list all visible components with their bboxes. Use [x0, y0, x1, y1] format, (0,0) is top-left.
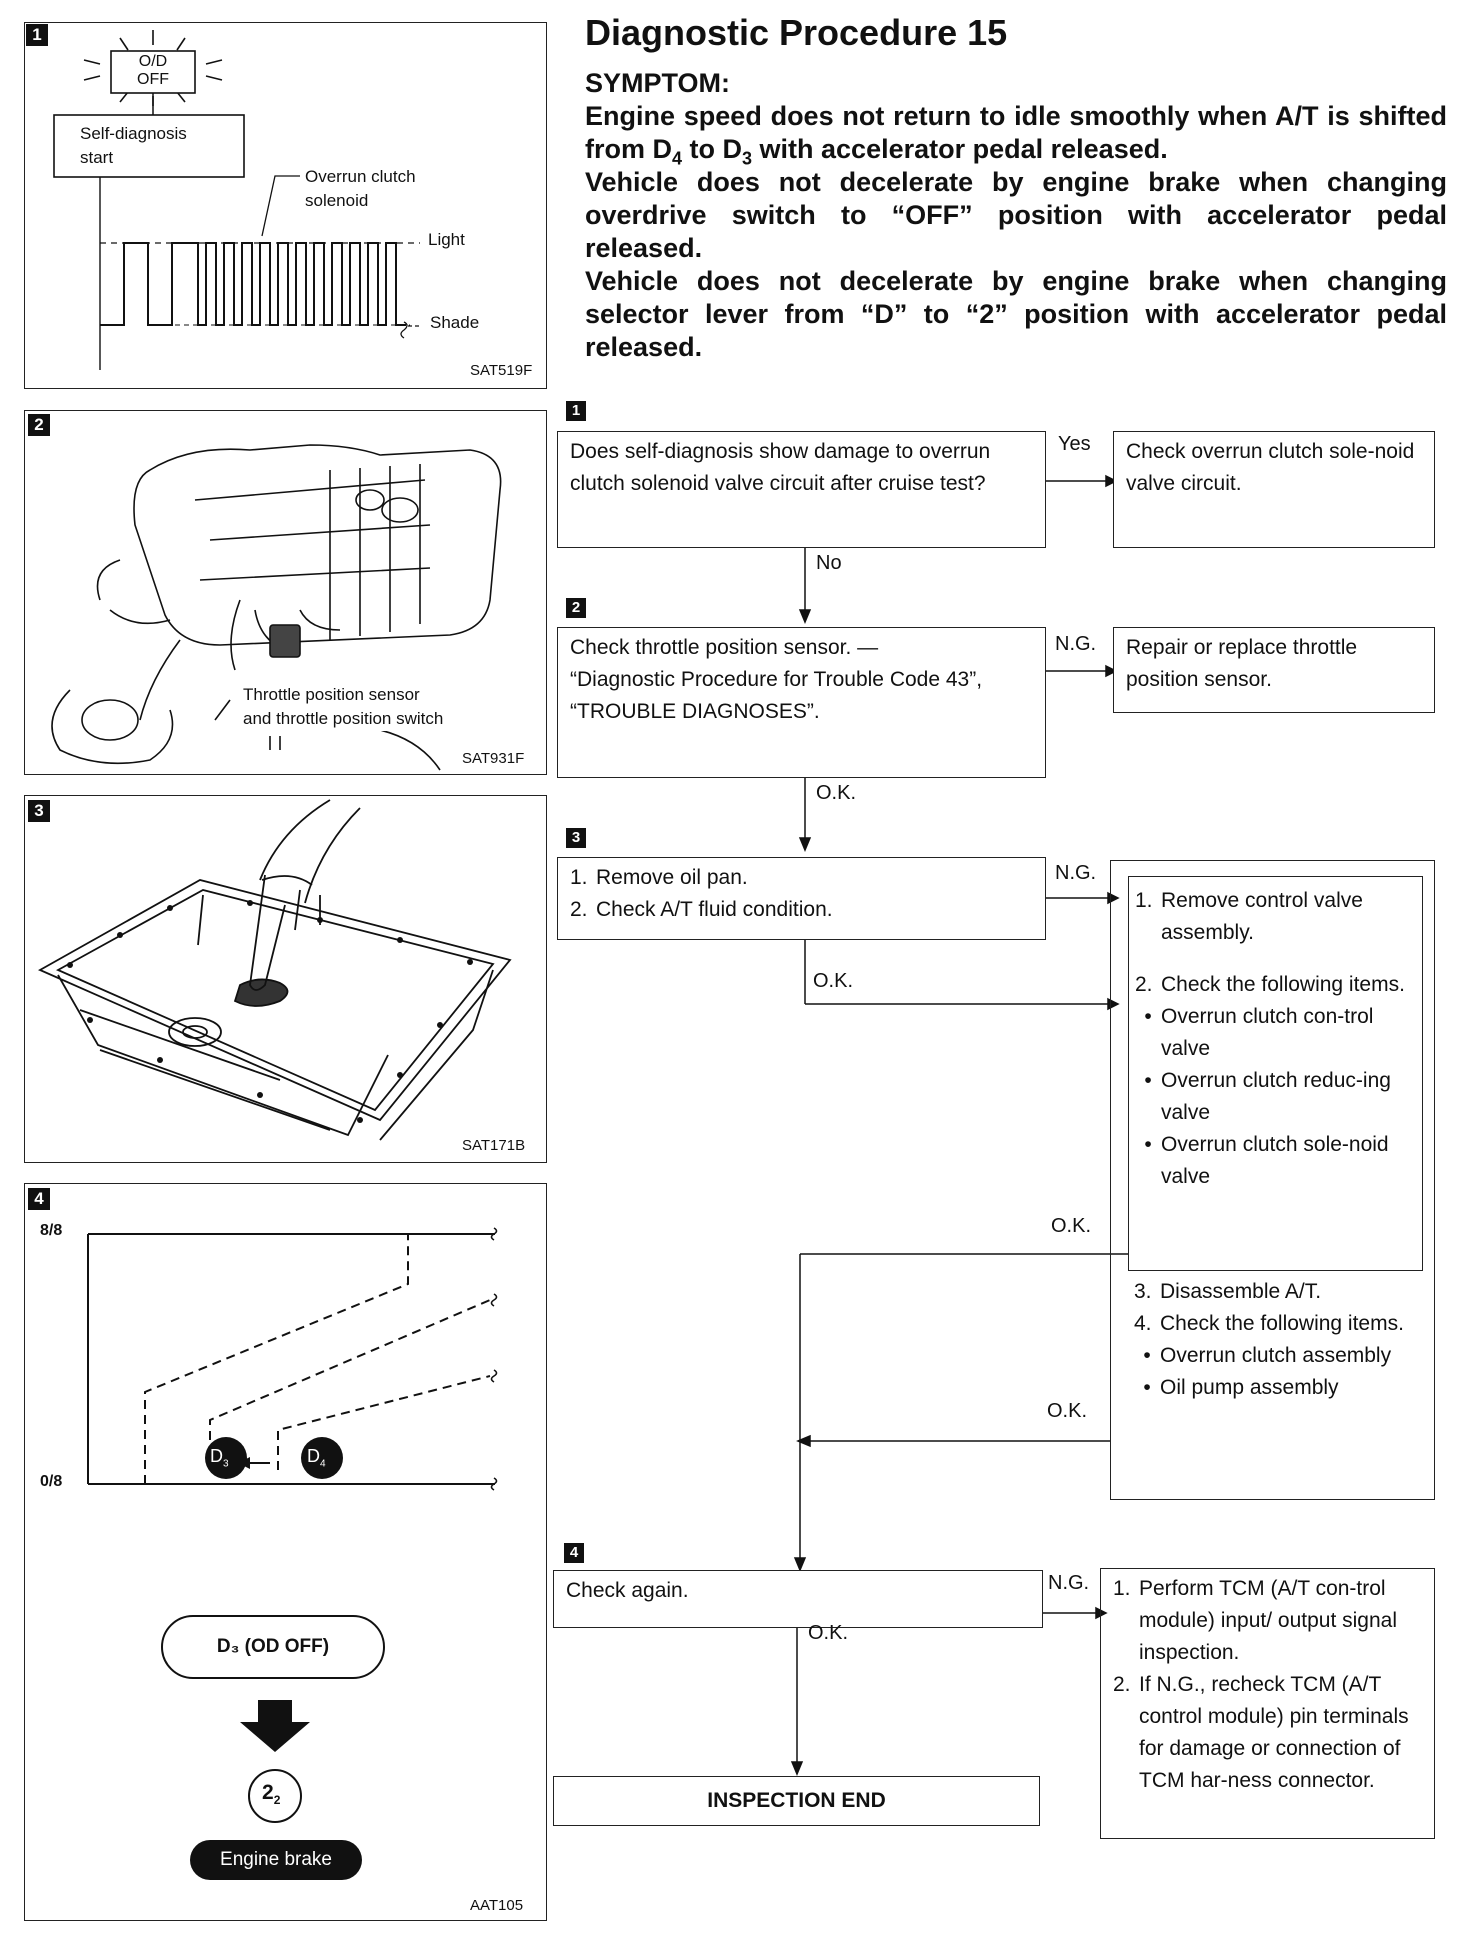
symptom-1: Engine speed does not return to idle smo… [585, 101, 1447, 169]
step-4-tcm-inspection: 1.Perform TCM (A/T con-trol module) inpu… [1100, 1568, 1435, 1839]
figure-code: SAT519F [470, 362, 533, 379]
symptom-3: Vehicle does not decelerate by engine br… [585, 266, 1447, 362]
figure-code: SAT931F [462, 750, 525, 767]
replace-throttle-sensor: Repair or replace throttle position sens… [1113, 627, 1435, 713]
symptom-2: Vehicle does not decelerate by engine br… [585, 167, 1447, 263]
step-3-repair-outer [1110, 860, 1435, 1500]
inspection-end: INSPECTION END [553, 1776, 1040, 1826]
panel-3-badge: 3 [28, 800, 50, 822]
panel-2-badge: 2 [28, 414, 50, 436]
ok-label: O.K. [1051, 1215, 1092, 1237]
no-label: No [816, 552, 842, 574]
shade-label: Shade [430, 313, 480, 332]
ok-label: O.K. [813, 970, 854, 992]
ng-label: N.G. [1055, 633, 1097, 655]
ng-label: N.G. [1048, 1572, 1090, 1594]
step-3-disassemble-list: 3.Disassemble A/T. 4.Check the following… [1134, 1280, 1404, 1399]
d4-marker: D4 [307, 1446, 326, 1470]
yes-label: Yes [1058, 433, 1091, 455]
panel-oil-pan [24, 795, 547, 1163]
ok-label: O.K. [808, 1622, 849, 1644]
step-3-badge: 3 [566, 828, 586, 848]
engine-brake-badge: Engine brake [220, 1849, 332, 1870]
symptom-heading: SYMPTOM: [585, 68, 731, 98]
panel-1-badge: 1 [26, 24, 48, 46]
figure-code: SAT171B [462, 1137, 526, 1154]
step-1-badge: 1 [566, 401, 586, 421]
ng-label: N.G. [1055, 862, 1097, 884]
y-axis-top-label: 8/8 [40, 1222, 63, 1239]
od-off-badge: D₃ (OD OFF) [216, 1636, 330, 1657]
light-label: Light [428, 230, 465, 249]
figure-code: AAT105 [470, 1897, 524, 1914]
ok-label: O.K. [1047, 1400, 1088, 1422]
second-gear-label: 22 [262, 1781, 281, 1808]
check-solenoid-circuit: Check overrun clutch sole-noid valve cir… [1113, 431, 1435, 548]
d3-marker: D3 [210, 1446, 229, 1470]
step-2-check: Check throttle position sensor. — “Diagn… [557, 627, 1046, 778]
step-4-badge: 4 [564, 1543, 584, 1563]
panel-4-badge: 4 [28, 1188, 50, 1210]
y-axis-bottom-label: 0/8 [40, 1473, 63, 1490]
step-3-repair-inner: 1.Remove control valve assembly. 2.Check… [1128, 876, 1423, 1271]
step-3-check: 1.Remove oil pan. 2.Check A/T fluid cond… [557, 857, 1046, 940]
step-1-question: Does self-diagnosis show damage to overr… [557, 431, 1046, 548]
step-4-check: Check again. [553, 1570, 1043, 1628]
ok-label: O.K. [816, 782, 857, 804]
page-title: Diagnostic Procedure 15 [585, 12, 1008, 53]
step-2-badge: 2 [566, 598, 586, 618]
